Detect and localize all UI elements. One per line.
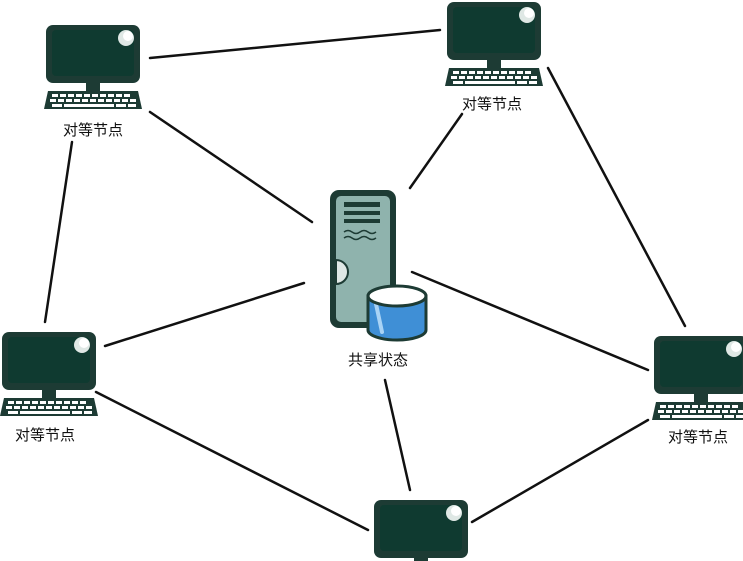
connection-lines xyxy=(43,28,687,532)
link-server-bottom xyxy=(383,378,412,492)
server-label: 共享状态 xyxy=(347,351,409,369)
link-topright-server xyxy=(408,112,464,190)
link-server-midleft xyxy=(103,281,306,348)
peer-label-mid-left: 对等节点 xyxy=(14,426,76,444)
link-topleft-server xyxy=(148,110,314,224)
computer-monitor-icon xyxy=(0,332,98,416)
database-cylinder-icon xyxy=(366,284,428,342)
link-server-midright xyxy=(410,270,650,372)
computer-monitor-icon xyxy=(652,336,743,420)
link-topleft-topright xyxy=(148,28,442,60)
peer-top-right xyxy=(445,2,543,86)
peer-label-mid-right: 对等节点 xyxy=(667,428,729,446)
peer-label-top-right: 对等节点 xyxy=(461,95,523,113)
link-midleft-bottom xyxy=(94,390,370,532)
peer-bottom xyxy=(372,500,470,561)
link-topright-midright xyxy=(546,66,687,328)
link-midright-bottom xyxy=(470,418,650,524)
peer-label-top-left: 对等节点 xyxy=(62,121,124,139)
link-topleft-midleft xyxy=(43,140,74,324)
computer-monitor-icon xyxy=(445,2,543,86)
computer-monitor-icon xyxy=(372,500,470,561)
peer-mid-left xyxy=(0,332,98,416)
computer-monitor-icon xyxy=(44,25,142,109)
peer-mid-right xyxy=(652,336,743,420)
peer-top-left xyxy=(44,25,142,109)
